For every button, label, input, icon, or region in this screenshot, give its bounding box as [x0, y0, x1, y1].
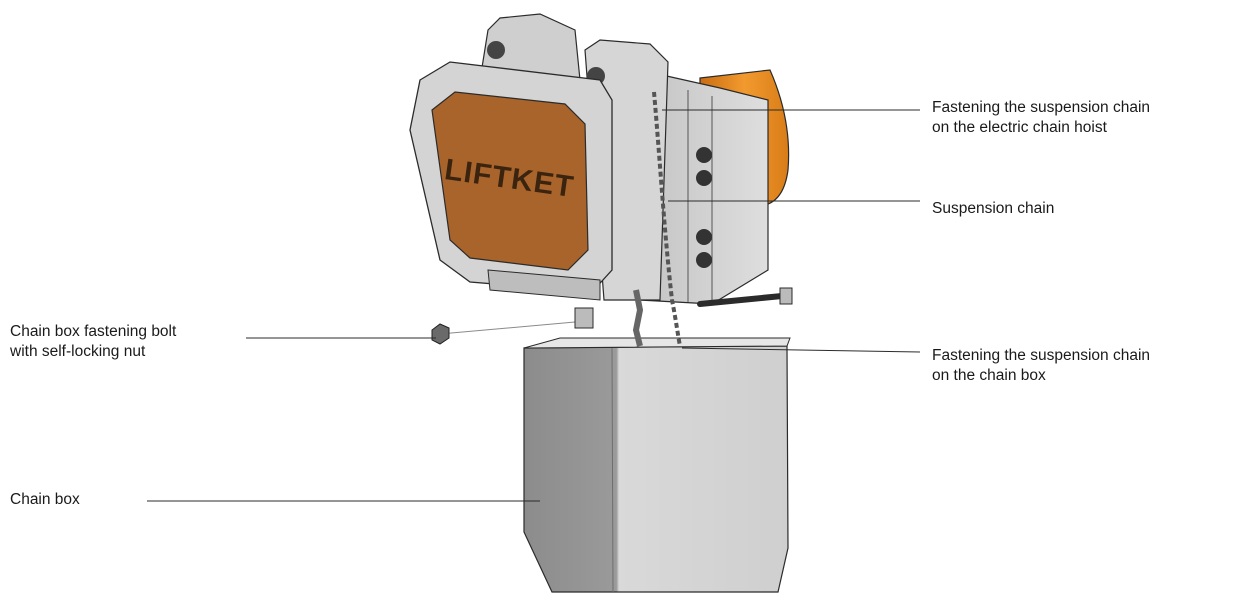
chain-box-bolt [431, 287, 793, 345]
label-fastening-hoist: Fastening the suspension chain on the el… [932, 98, 1150, 138]
label-chain-box: Chain box [10, 490, 80, 510]
label-fastening-chain-box: Fastening the suspension chain on the ch… [932, 346, 1150, 386]
chain-box [523, 337, 791, 593]
label-line: Suspension chain [932, 200, 1055, 217]
label-line: Chain box [10, 491, 80, 508]
label-line: Fastening the suspension chain [932, 99, 1151, 116]
label-suspension-chain: Suspension chain [932, 199, 1054, 219]
label-line: Fastening the suspension chain [932, 347, 1151, 364]
gear-housing [639, 69, 769, 305]
leader-fasten-box [681, 347, 921, 353]
leader-lines [147, 109, 921, 502]
main-housing: LIFTKET [409, 61, 613, 301]
label-line: with self-locking nut [10, 343, 146, 360]
label-chain-box-bolt: Chain box fastening bolt with self-locki… [10, 322, 176, 362]
suspension-chain [632, 91, 682, 347]
label-line: on the electric chain hoist [932, 119, 1107, 136]
label-line: Chain box fastening bolt [10, 323, 177, 340]
label-line: on the chain box [932, 367, 1046, 384]
